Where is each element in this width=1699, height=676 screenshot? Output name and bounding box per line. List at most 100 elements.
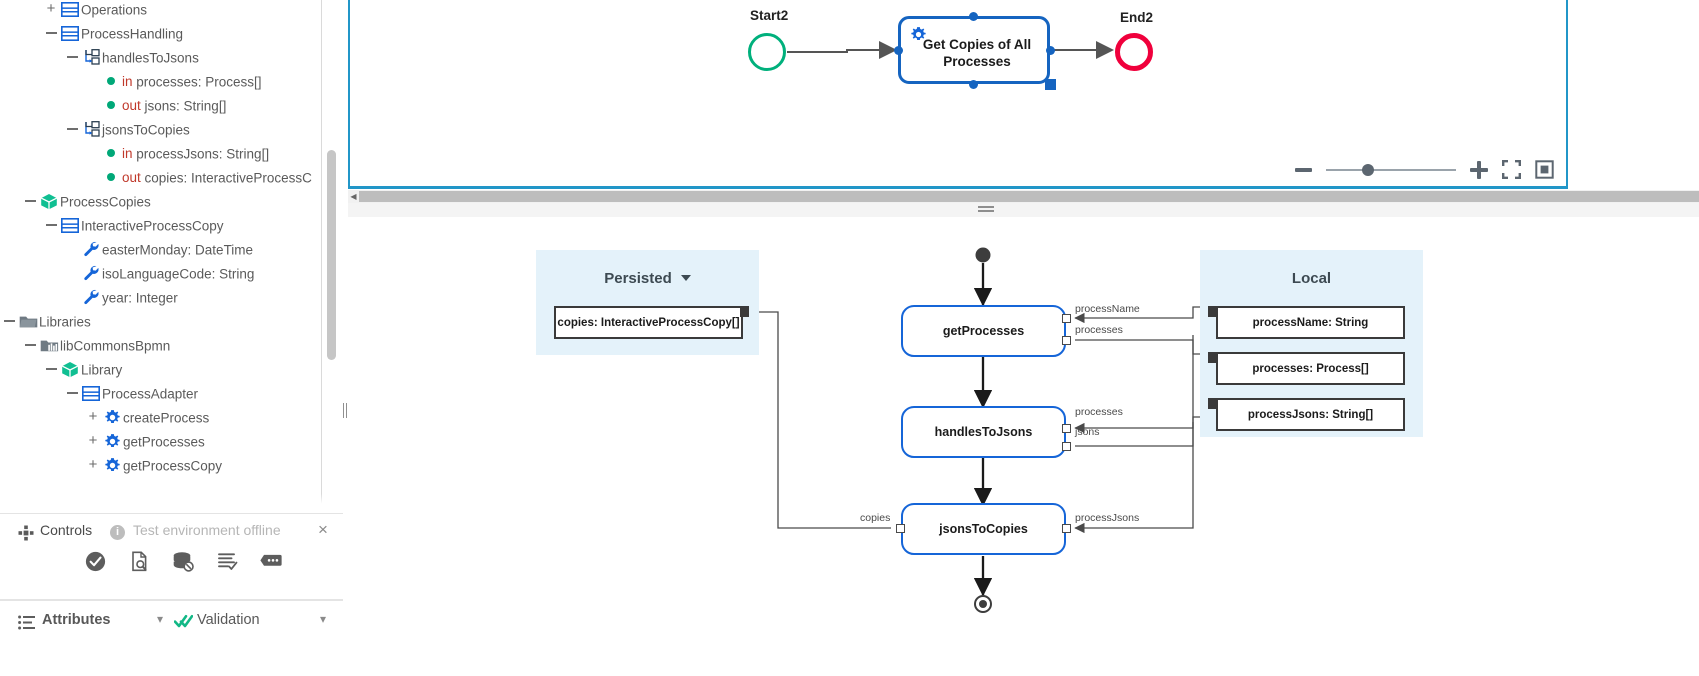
resize-handle-corner[interactable] (1045, 79, 1056, 90)
bpmn-end-event[interactable] (1115, 33, 1153, 71)
tree-item-processhandling[interactable]: ProcessHandling (0, 22, 322, 46)
tree-item-jsons-string-[interactable]: out jsons: String[] (0, 94, 322, 118)
collapse-toggle-icon[interactable] (22, 334, 38, 357)
zoom-slider-thumb[interactable] (1362, 163, 1374, 176)
edge-label: processes (1075, 406, 1123, 418)
tree-item-label: Libraries (39, 314, 91, 330)
activity-get-processes[interactable]: getProcesses (901, 305, 1066, 357)
close-icon[interactable]: × (318, 520, 328, 539)
panel-splitter[interactable] (343, 203, 1699, 418)
activity-port-out[interactable] (1062, 442, 1071, 451)
tree-item-createprocess[interactable]: +createProcess (0, 406, 322, 430)
bpmn-start-event[interactable] (748, 33, 786, 71)
tree-item-label: getProcesses (123, 434, 205, 450)
activity-port-in[interactable] (1062, 524, 1071, 533)
edge-label: jsons (1075, 426, 1100, 438)
resize-handle-bottom[interactable] (969, 80, 978, 89)
zoom-toolbar (1295, 160, 1558, 179)
scroll-left-arrow-icon[interactable]: ◀ (350, 192, 357, 201)
activity-port-out[interactable] (1062, 336, 1071, 345)
local-data-box[interactable]: processName: String (1216, 306, 1405, 339)
fit-to-screen-icon[interactable] (1535, 160, 1554, 179)
collapse-toggle-icon[interactable] (43, 214, 59, 237)
tree-item-processcopies[interactable]: ProcessCopies (0, 190, 322, 214)
gear-icon (101, 433, 123, 450)
tree-item-getprocesses[interactable]: + getProcesses (0, 430, 322, 454)
tree-item-jsonstocopies[interactable]: jsonsToCopies (0, 118, 322, 142)
collapse-toggle-icon[interactable] (64, 382, 80, 405)
tree-item-copies-interactiveprocessc[interactable]: out copies: InteractiveProcessC (0, 166, 322, 190)
validation-tab-label[interactable]: Validation (197, 612, 260, 628)
tree-vertical-scrollbar[interactable] (325, 0, 338, 505)
expand-toggle-icon[interactable]: + (88, 432, 98, 450)
tree-item-processjsons-string-[interactable]: in processJsons: String[] (0, 142, 322, 166)
collapse-toggle-icon[interactable] (1, 310, 17, 333)
attributes-tab-label[interactable]: Attributes (42, 612, 111, 628)
resize-handle-right[interactable] (1046, 46, 1055, 55)
tree-item-operations[interactable]: +Operations (0, 0, 322, 22)
attributes-chevron-down-icon[interactable]: ▾ (157, 612, 164, 626)
collapse-toggle-icon[interactable] (43, 22, 59, 45)
local-data-box[interactable]: processes: Process[] (1216, 352, 1405, 385)
tree-item-handlestojsons[interactable]: handlesToJsons (0, 46, 322, 70)
bpmn-service-task[interactable]: Get Copies of All Processes (898, 16, 1050, 84)
database-disable-icon[interactable] (172, 550, 194, 572)
tree-item-label: ProcessHandling (81, 26, 184, 42)
activity-handles-to-jsons[interactable]: handlesToJsons (901, 406, 1066, 458)
data-flow-panel[interactable]: Persisted copies: InteractiveProcessCopy… (348, 217, 1699, 675)
local-box-pin[interactable] (1208, 352, 1217, 363)
zoom-in-icon[interactable] (1470, 160, 1488, 179)
collapse-toggle-icon[interactable] (64, 118, 80, 141)
bpmn-canvas[interactable]: Start2 End2 Get Copies of All Processes (350, 0, 1566, 186)
splitter-grip-handle[interactable] (978, 205, 994, 214)
resize-handle-top[interactable] (969, 12, 978, 21)
tree-scrollbar-thumb[interactable] (327, 150, 336, 360)
local-box-pin[interactable] (1208, 306, 1217, 317)
controls-title: Controls (40, 522, 93, 538)
local-box-pin[interactable] (1208, 398, 1217, 409)
tree-item-label: processJsons: String[] (136, 146, 270, 162)
tree-item-interactiveprocesscopy[interactable]: InteractiveProcessCopy (0, 214, 322, 238)
collapse-toggle-icon[interactable] (64, 46, 80, 69)
expand-toggle-icon[interactable]: + (88, 456, 98, 474)
splitter-grip-left[interactable] (342, 403, 348, 421)
collapse-toggle-icon[interactable] (22, 190, 38, 213)
tree-item-isolanguagecode-string[interactable]: isoLanguageCode: String (0, 262, 322, 286)
fullscreen-icon[interactable] (1502, 160, 1521, 179)
tree-item-processes-process-[interactable]: in processes: Process[] (0, 70, 322, 94)
zoom-slider[interactable] (1326, 163, 1456, 176)
activity-port-out-left[interactable] (896, 524, 905, 533)
document-search-icon[interactable] (128, 550, 150, 572)
bpmn-hscrollbar-thumb[interactable] (359, 191, 1699, 202)
check-circle-icon[interactable] (84, 550, 106, 572)
expand-toggle-icon[interactable]: + (88, 408, 98, 426)
persisted-data-box[interactable]: copies: InteractiveProcessCopy[] (554, 306, 743, 339)
activity-jsons-to-copies[interactable]: jsonsToCopies (901, 503, 1066, 555)
more-bubble-icon[interactable] (260, 550, 282, 572)
chevron-down-icon[interactable] (680, 275, 691, 282)
zoom-out-icon[interactable] (1295, 167, 1312, 172)
activity-port-in[interactable] (1062, 314, 1071, 323)
list-check-icon[interactable] (216, 550, 238, 572)
expand-toggle-icon[interactable]: + (46, 0, 56, 18)
tree-item-processadapter[interactable]: ProcessAdapter (0, 382, 322, 406)
edge-label: processes (1075, 324, 1123, 336)
region-persisted[interactable]: Persisted (536, 250, 759, 355)
bpmn-editor-panel[interactable]: Start2 End2 Get Copies of All Processes (348, 0, 1568, 189)
validation-chevron-down-icon[interactable]: ▾ (320, 612, 327, 626)
tree-item-library[interactable]: Library (0, 358, 322, 382)
bpmn-horizontal-scrollbar[interactable]: ◀ (348, 190, 1699, 203)
activity-port-in[interactable] (1062, 424, 1071, 433)
tree-item-libraries[interactable]: Libraries (0, 310, 322, 334)
local-data-box[interactable]: processJsons: String[] (1216, 398, 1405, 431)
persisted-box-pin[interactable] (740, 306, 749, 317)
tree-item-eastermonday-datetime[interactable]: easterMonday: DateTime (0, 238, 322, 262)
param-dot-icon (107, 149, 115, 158)
tree-item-libcommonsbpmn[interactable]: libCommonsBpmn (0, 334, 322, 358)
gear-icon (910, 26, 927, 48)
tree-item-year-integer[interactable]: year: Integer (0, 286, 322, 310)
tree-item-getprocesscopy[interactable]: +getProcessCopy (0, 454, 322, 478)
resize-handle-left[interactable] (894, 46, 903, 55)
collapse-toggle-icon[interactable] (43, 358, 59, 381)
